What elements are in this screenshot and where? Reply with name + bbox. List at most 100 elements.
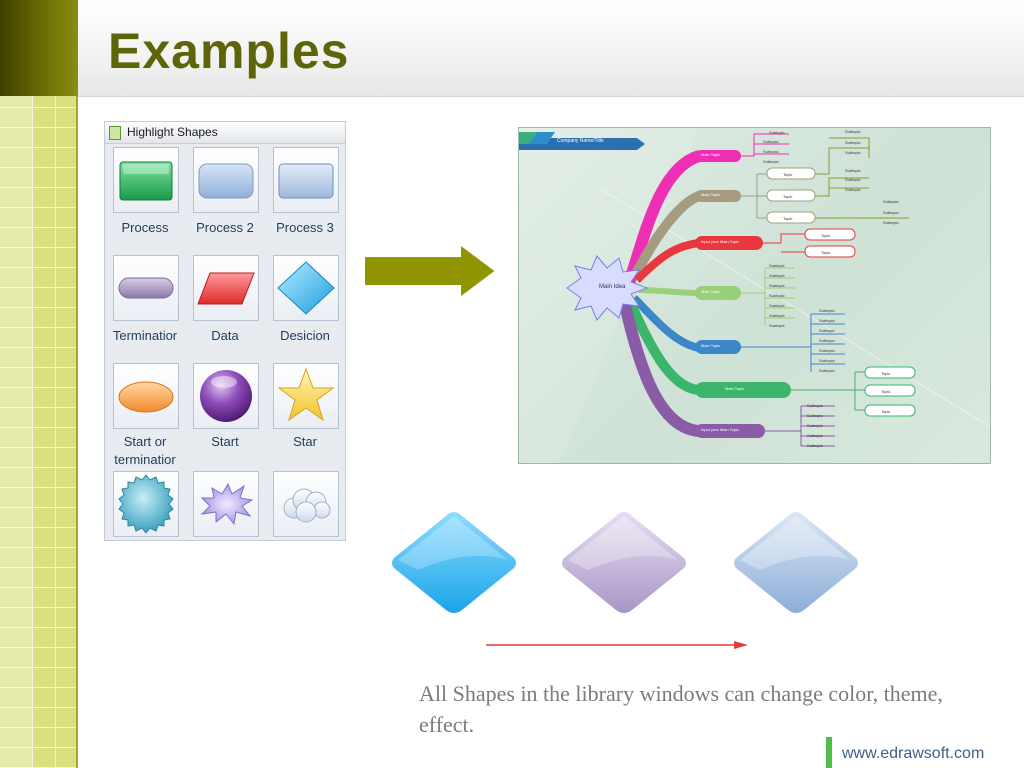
svg-text:Subtopic: Subtopic: [819, 358, 835, 363]
svg-text:Subtopic: Subtopic: [763, 139, 779, 144]
svg-text:Subtopic: Subtopic: [883, 220, 899, 225]
topic-node-4: Main Topic: [701, 289, 721, 294]
left-bar-top: [0, 0, 78, 96]
svg-text:Subtopic: Subtopic: [769, 283, 785, 288]
svg-text:Subtopic: Subtopic: [883, 199, 899, 204]
svg-text:Subtopic: Subtopic: [807, 443, 823, 448]
star-label: Star: [293, 434, 317, 449]
process3-shape-icon: [278, 163, 334, 199]
svg-text:Subtopic: Subtopic: [819, 368, 835, 373]
svg-text:Subtopic: Subtopic: [819, 338, 835, 343]
start-terminator-shape-icon: [118, 381, 174, 413]
svg-text:Topic: Topic: [881, 389, 890, 394]
right-arrow-icon: [363, 242, 498, 300]
explosion-shape-icon: [200, 482, 254, 526]
topic-node-7: Input your Main Topic: [701, 427, 739, 432]
left-strip-edge: [76, 96, 78, 768]
start-terminator-shape[interactable]: [113, 363, 179, 429]
svg-text:Subtopic: Subtopic: [807, 433, 823, 438]
process-label: Process: [121, 220, 169, 235]
data-shape[interactable]: [193, 255, 259, 321]
svg-text:Subtopic: Subtopic: [819, 308, 835, 313]
decision-label: Desicion: [280, 328, 330, 343]
svg-text:Subtopic: Subtopic: [769, 313, 785, 318]
seal-shape-icon: [118, 474, 174, 534]
explosion-shape[interactable]: [193, 471, 259, 537]
svg-text:Subtopic: Subtopic: [845, 150, 861, 155]
svg-text:Subtopic: Subtopic: [845, 187, 861, 192]
topic-node-5: Main Topic: [701, 343, 721, 348]
svg-text:Subtopic: Subtopic: [819, 318, 835, 323]
svg-text:Subtopic: Subtopic: [819, 328, 835, 333]
star-shape[interactable]: [273, 363, 339, 429]
data-shape-icon: [197, 272, 255, 305]
svg-text:Subtopic: Subtopic: [807, 423, 823, 428]
decision-shape[interactable]: [273, 255, 339, 321]
svg-text:Subtopic: Subtopic: [883, 210, 899, 215]
highlight-shapes-library: Highlight Shapes Process Process 2 Proce…: [104, 121, 346, 541]
cloud-shape-icon: [283, 488, 331, 523]
svg-text:Subtopic: Subtopic: [807, 403, 823, 408]
svg-text:Topic: Topic: [783, 172, 792, 177]
process2-shape-icon: [198, 163, 254, 199]
footer-accent-bar: [826, 737, 832, 768]
svg-text:Subtopic: Subtopic: [807, 413, 823, 418]
process2-label: Process 2: [196, 220, 254, 235]
terminator-label: Terminatior: [112, 328, 178, 343]
cloud-shape[interactable]: [273, 471, 339, 537]
process-shape[interactable]: [113, 147, 179, 213]
terminator-shape-icon: [118, 277, 174, 299]
library-icon: [109, 126, 121, 140]
process2-shape[interactable]: [193, 147, 259, 213]
diamond-blue: [392, 512, 516, 613]
svg-text:Topic: Topic: [783, 194, 792, 199]
process3-shape[interactable]: [273, 147, 339, 213]
seal-shape[interactable]: [113, 471, 179, 537]
diamond-lightblue: [734, 512, 858, 613]
footer-url[interactable]: www.edrawsoft.com: [842, 745, 985, 762]
process-shape-icon: [119, 161, 173, 201]
svg-text:Topic: Topic: [821, 233, 830, 238]
red-arrow-icon: [486, 641, 748, 649]
svg-text:Topic: Topic: [821, 250, 830, 255]
company-title: Company Name/Title: [557, 138, 604, 144]
svg-text:Subtopic: Subtopic: [769, 293, 785, 298]
svg-text:Subtopic: Subtopic: [819, 348, 835, 353]
slide-title: Examples: [108, 23, 350, 79]
topic-node-3: Input your Main Topic: [701, 239, 739, 244]
slide-caption: All Shapes in the library windows can ch…: [419, 681, 943, 737]
terminator-shape[interactable]: [113, 255, 179, 321]
svg-text:Subtopic: Subtopic: [769, 323, 785, 328]
svg-text:Subtopic: Subtopic: [763, 149, 779, 154]
svg-text:Subtopic: Subtopic: [769, 273, 785, 278]
svg-text:Topic: Topic: [881, 409, 890, 414]
svg-text:Subtopic: Subtopic: [769, 303, 785, 308]
svg-text:Topic: Topic: [881, 371, 890, 376]
start-sphere-icon: [200, 370, 252, 422]
svg-text:Subtopic: Subtopic: [845, 129, 861, 134]
library-header-title: Highlight Shapes: [127, 125, 218, 139]
svg-text:Topic: Topic: [783, 216, 792, 221]
start-terminator-label: Start or terminatior: [114, 434, 176, 467]
title-band: Examples: [78, 0, 1024, 97]
diamond-purple: [562, 512, 686, 613]
svg-text:Subtopic: Subtopic: [769, 130, 785, 135]
topic-node-1: Main Topic: [701, 152, 721, 157]
library-header[interactable]: Highlight Shapes: [105, 122, 345, 144]
decision-shape-icon: [277, 261, 335, 315]
star-icon: [277, 367, 335, 422]
left-decorative-strip: [0, 96, 78, 768]
topic-node-2: Main Topic: [701, 192, 721, 197]
topic-node-6: Main Topic: [725, 386, 745, 391]
main-idea-label: Main Idea: [599, 284, 626, 290]
svg-text:Subtopic: Subtopic: [845, 168, 861, 173]
svg-text:Subtopic: Subtopic: [769, 263, 785, 268]
start-label: Start: [211, 434, 239, 449]
start-sphere-shape[interactable]: [193, 363, 259, 429]
svg-text:Subtopic: Subtopic: [763, 159, 779, 164]
svg-text:Subtopic: Subtopic: [845, 140, 861, 145]
svg-text:Subtopic: Subtopic: [845, 177, 861, 182]
company-title-ribbon: [519, 132, 645, 150]
